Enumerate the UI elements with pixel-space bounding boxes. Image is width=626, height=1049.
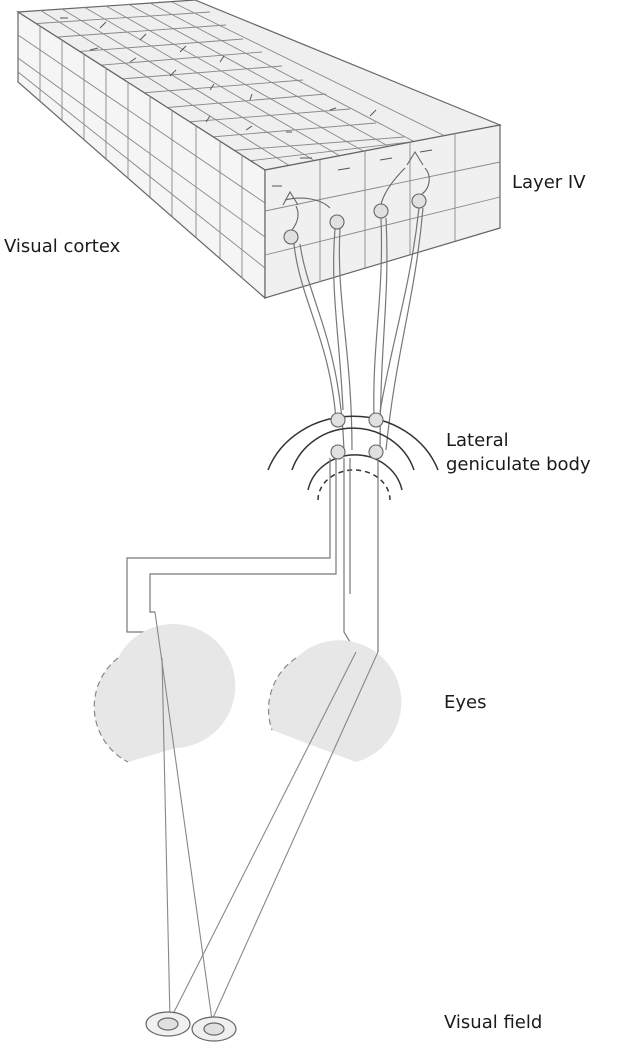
light-rays — [154, 611, 379, 1021]
label-visual-field: Visual field — [444, 1012, 543, 1033]
cortex-lgn-axons — [293, 207, 424, 451]
lateral-geniculate-body — [267, 412, 439, 501]
label-lgn-line1: Lateral — [446, 430, 509, 451]
visual-field-targets — [145, 1011, 237, 1042]
cortex-block — [16, 0, 503, 300]
cortex-top-grid — [29, 1, 446, 167]
label-visual-cortex: Visual cortex — [4, 236, 121, 257]
cortex-neurons — [282, 150, 430, 245]
label-layer-iv: Layer IV — [512, 172, 586, 193]
label-eyes: Eyes — [444, 692, 487, 713]
eye-right — [267, 640, 402, 762]
eye-left — [93, 624, 236, 763]
label-lgn-line2: geniculate body — [446, 454, 591, 475]
side-orientation-ticks — [272, 149, 433, 187]
orientation-ticks — [60, 17, 377, 159]
cortex-front-grid — [17, 26, 266, 278]
